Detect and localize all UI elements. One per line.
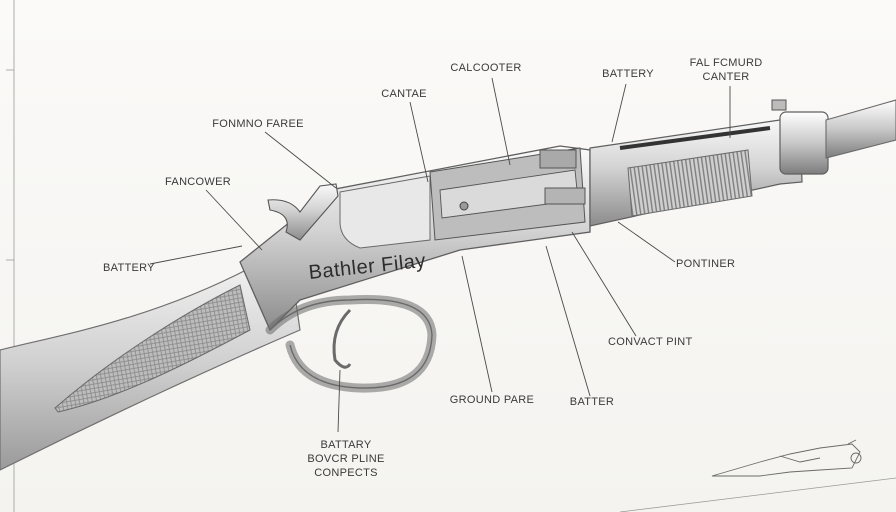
- label-ground-pare: GROUND PARE: [449, 394, 535, 406]
- rifle-receiver: [239, 145, 591, 332]
- label-bottom-line1: BATTARY: [320, 439, 372, 451]
- label-cantae: CANTAE: [381, 88, 427, 100]
- label-bottom-line2: BOVCR PLINE: [307, 453, 385, 465]
- label-bottom-line3: CONPECTS: [314, 467, 378, 479]
- label-battery-left: BATTERY: [103, 262, 155, 274]
- leader-lines: [149, 77, 731, 433]
- label-bottom-stack: BATTARY BOVCR PLINE CONPECTS: [307, 438, 384, 480]
- rifle-stock: [0, 261, 301, 471]
- label-fal-fcmurd-line1: FAL FCMURD: [689, 57, 763, 69]
- label-fancower: FANCOWER: [165, 176, 231, 188]
- label-calcooter: CALCOOTER: [450, 62, 522, 74]
- label-pontiner: PONTINER: [676, 258, 736, 270]
- label-convact-pint: CONVACT PINT: [608, 336, 693, 348]
- hammer: [267, 183, 339, 241]
- label-fonmno-faree: FONMNO FAREE: [212, 118, 304, 130]
- label-fal-fcmurd-line2: CANTER: [702, 71, 750, 83]
- label-batter: BATTER: [569, 396, 615, 408]
- rifle-barrel: [771, 99, 896, 175]
- trigger-guard: [265, 294, 437, 393]
- forend-grip: [589, 117, 803, 227]
- thumbnail-sketch: [711, 439, 862, 477]
- label-fal-fcmurd: FAL FCMURD CANTER: [690, 56, 763, 84]
- sheet-border: [6, 0, 896, 512]
- label-battery-top: BATTERY: [602, 68, 654, 80]
